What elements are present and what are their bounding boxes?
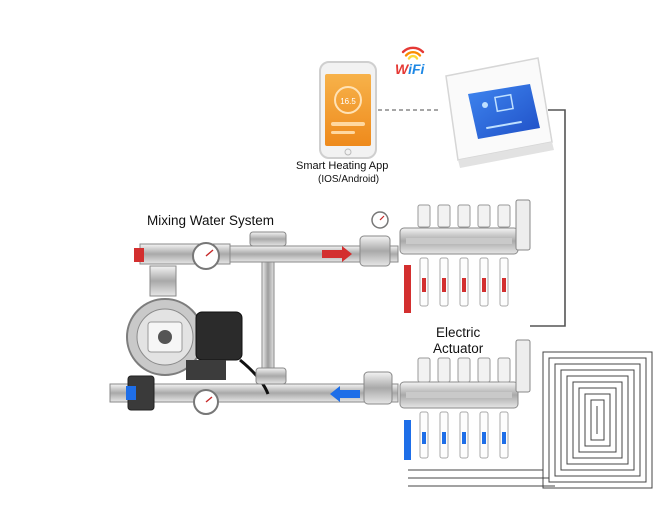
wifi-label-rest: iFi	[408, 61, 425, 77]
actuator-head	[417, 357, 511, 383]
wifi-label: WiFi	[395, 61, 426, 77]
gauge-icon	[192, 211, 389, 415]
return-outlet	[419, 411, 509, 459]
mixing-pipes	[109, 243, 399, 411]
connection-lines	[378, 109, 566, 327]
app-os-label: (IOS/Android)	[318, 174, 380, 185]
thermostat-icon	[445, 57, 554, 168]
actuator-label-line1: Electric	[436, 325, 481, 340]
mixing-system-title: Mixing Water System	[147, 213, 275, 228]
flow-meter	[419, 257, 509, 307]
phone-icon: 16.5	[319, 61, 377, 159]
wifi-icon	[401, 46, 425, 60]
app-name-label: Smart Heating App	[296, 160, 389, 172]
manifold-supply	[399, 199, 531, 313]
wifi-label-w: W	[395, 61, 410, 77]
manifold-return	[399, 339, 531, 460]
pump-icon	[126, 265, 270, 395]
phone-screen-temp: 16.5	[340, 97, 356, 106]
valves	[126, 231, 393, 405]
floor-heating-coil-icon	[408, 351, 653, 489]
actuator-head	[417, 204, 511, 228]
actuator-label-line2: Actuator	[433, 341, 484, 356]
